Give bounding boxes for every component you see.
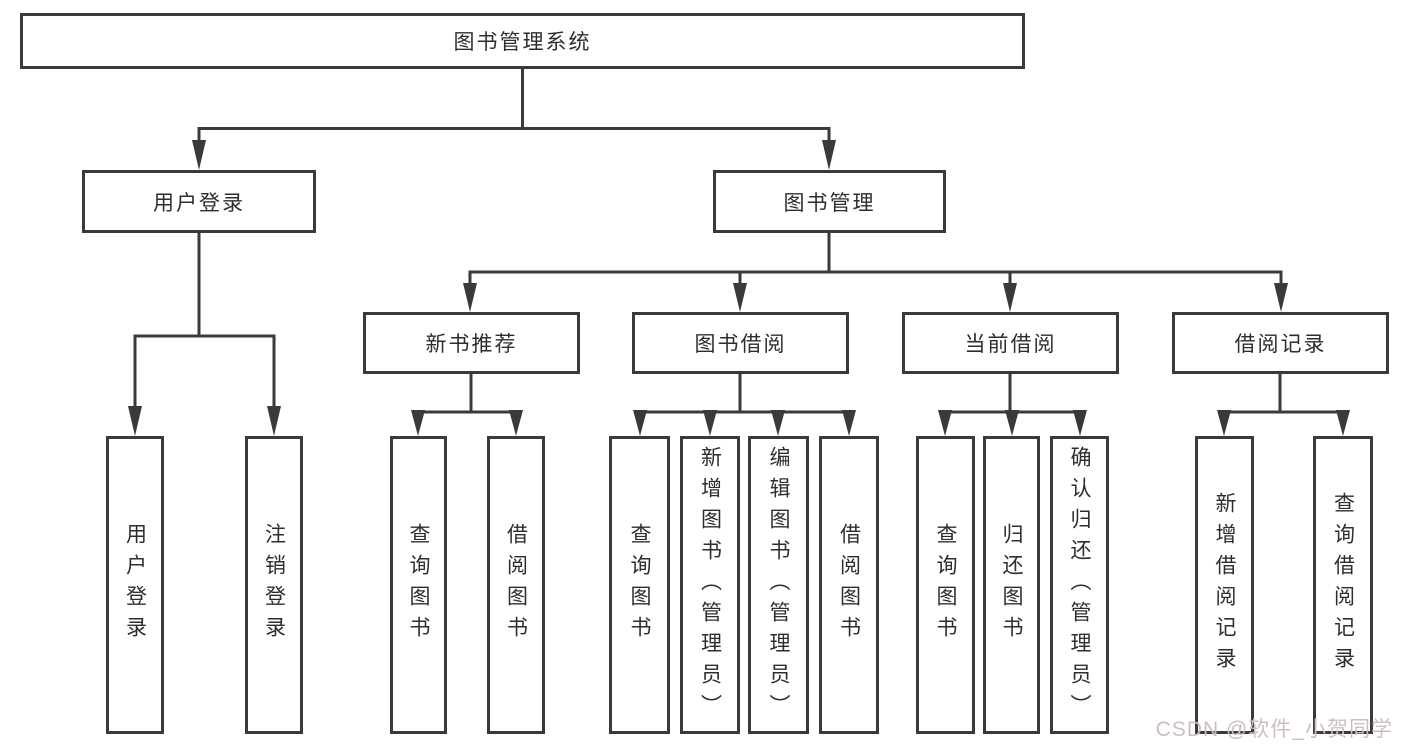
node-user-login: 用户登录: [82, 170, 316, 233]
leaf-label: 归还图书: [1000, 523, 1023, 647]
leaf-current-return-books: 归还图书: [983, 436, 1040, 734]
leaf-current-query-books: 查询图书: [916, 436, 975, 734]
leaf-label: 查询图书: [407, 523, 430, 647]
node-label: 图书管理系统: [453, 31, 592, 54]
leaf-label: 注销登录: [262, 523, 286, 647]
leaf-newbook-borrow-books: 借阅图书: [487, 436, 545, 734]
watermark-text: CSDN @软件_小贺同学: [1155, 718, 1393, 741]
node-label: 图书管理: [783, 191, 876, 215]
node-label: 图书借阅: [694, 333, 787, 356]
leaf-records-query-borrow-record: 查询借阅记录: [1313, 436, 1373, 734]
node-borrowing-records: 借阅记录: [1172, 312, 1389, 374]
leaf-borrow-add-books-admin: 新增图书（管理员）: [680, 436, 740, 734]
node-label: 借阅记录: [1234, 333, 1327, 356]
leaf-logout: 注销登录: [245, 436, 303, 734]
leaf-label: 确认归还（管理员）: [1068, 445, 1091, 725]
leaf-newbook-query-books: 查询图书: [390, 436, 447, 734]
node-book-management: 图书管理: [713, 170, 946, 233]
leaf-user-login: 用户登录: [106, 436, 164, 734]
leaf-records-add-borrow-record: 新增借阅记录: [1195, 436, 1254, 734]
leaf-current-confirm-return-admin: 确认归还（管理员）: [1050, 436, 1109, 734]
node-current-borrowing: 当前借阅: [902, 312, 1119, 374]
leaf-label: 查询借阅记录: [1331, 492, 1355, 678]
leaf-borrow-edit-books-admin: 编辑图书（管理员）: [748, 436, 809, 734]
node-label: 当前借阅: [964, 333, 1057, 356]
leaf-label: 借阅图书: [504, 523, 528, 647]
leaf-label: 查询图书: [628, 523, 651, 647]
leaf-label: 编辑图书（管理员）: [767, 445, 790, 725]
node-label: 用户登录: [153, 191, 245, 215]
leaf-label: 查询图书: [934, 523, 957, 647]
leaf-borrow-query-books: 查询图书: [609, 436, 670, 734]
leaf-label: 新增图书（管理员）: [698, 445, 722, 725]
leaf-label: 用户登录: [123, 523, 147, 647]
node-label: 新书推荐: [425, 333, 518, 356]
leaf-label: 新增借阅记录: [1213, 492, 1236, 678]
leaf-label: 借阅图书: [837, 523, 861, 647]
node-library-management-system: 图书管理系统: [20, 13, 1025, 69]
node-new-book-recommendation: 新书推荐: [363, 312, 580, 374]
node-book-borrowing: 图书借阅: [632, 312, 849, 374]
leaf-borrow-borrow-books: 借阅图书: [819, 436, 879, 734]
